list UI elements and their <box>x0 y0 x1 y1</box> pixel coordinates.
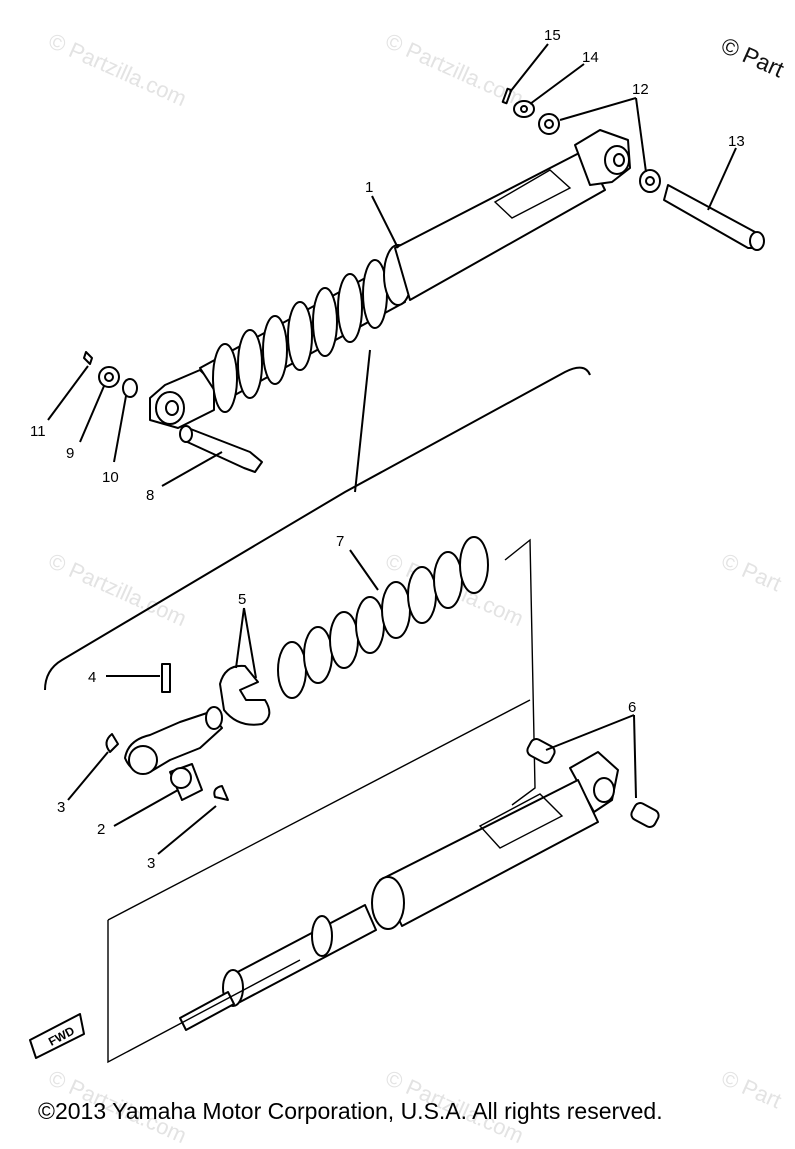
callout-14: 14 <box>582 49 599 66</box>
callout-10: 10 <box>102 469 119 486</box>
copyright-notice: ©2013 Yamaha Motor Corporation, U.S.A. A… <box>38 1098 663 1124</box>
callout-4: 4 <box>88 669 96 686</box>
pin <box>161 663 171 693</box>
callout-15: 15 <box>544 27 561 44</box>
callout-1: 1 <box>365 179 373 196</box>
callout-9: 9 <box>66 445 74 462</box>
callout-7: 7 <box>336 533 344 550</box>
forward-direction-arrow: FWD <box>29 1013 85 1059</box>
callout-12: 12 <box>632 81 649 98</box>
callout-13: 13 <box>728 133 745 150</box>
callout-5: 5 <box>238 591 246 608</box>
lower-mount-hardware <box>83 351 263 473</box>
coil-spring <box>277 536 489 699</box>
upper-mount-hardware <box>501 87 765 251</box>
group-separator <box>44 366 591 691</box>
callout-6: 6 <box>628 699 636 716</box>
callout-3: 3 <box>147 855 155 872</box>
callout-11: 11 <box>30 423 46 440</box>
rear-shock-assembly <box>149 129 631 429</box>
callout-8: 8 <box>146 487 154 504</box>
callout-3: 3 <box>57 799 65 816</box>
spring-coils <box>212 259 388 413</box>
callout-2: 2 <box>97 821 105 838</box>
